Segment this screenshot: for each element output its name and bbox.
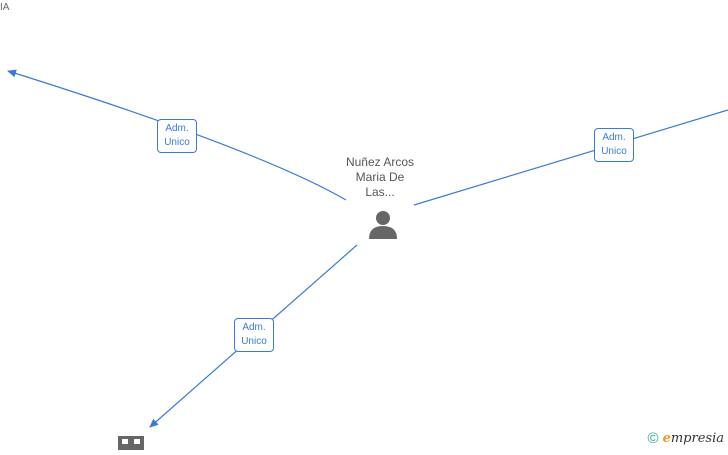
- center-node-name-line: Nuñez Arcos: [345, 155, 415, 169]
- offscreen-node-label: IA: [0, 2, 10, 13]
- edge-label-line2: Unico: [601, 146, 627, 157]
- brand-logo: empresia: [663, 431, 724, 446]
- empresia-watermark: © empresia: [648, 430, 724, 447]
- building-icon[interactable]: [118, 436, 144, 455]
- brand-logo-rest: mpresia: [670, 431, 724, 446]
- center-node-name-line: Las...: [365, 185, 395, 199]
- person-icon[interactable]: [367, 210, 399, 245]
- brand-logo-initial: e: [662, 431, 671, 446]
- edge-label-line2: Unico: [241, 336, 267, 347]
- copyright-icon: ©: [647, 430, 659, 447]
- center-node-name[interactable]: Nuñez Arcos Maria De Las...: [330, 155, 430, 200]
- edge-label-line1: Adm.: [602, 132, 626, 143]
- edge-label-line2: Unico: [164, 137, 190, 148]
- edge-label-line1: Adm.: [242, 322, 266, 333]
- edge-top-left[interactable]: [7, 69, 347, 201]
- edge-label-line1: Adm.: [165, 123, 189, 134]
- edge-right[interactable]: [413, 109, 728, 206]
- edge-label-right[interactable]: Adm. Unico: [594, 128, 634, 162]
- center-node-name-line: Maria De: [355, 170, 405, 184]
- edge-label-top-left[interactable]: Adm. Unico: [157, 119, 197, 153]
- edge-label-bottom-left[interactable]: Adm. Unico: [234, 318, 274, 352]
